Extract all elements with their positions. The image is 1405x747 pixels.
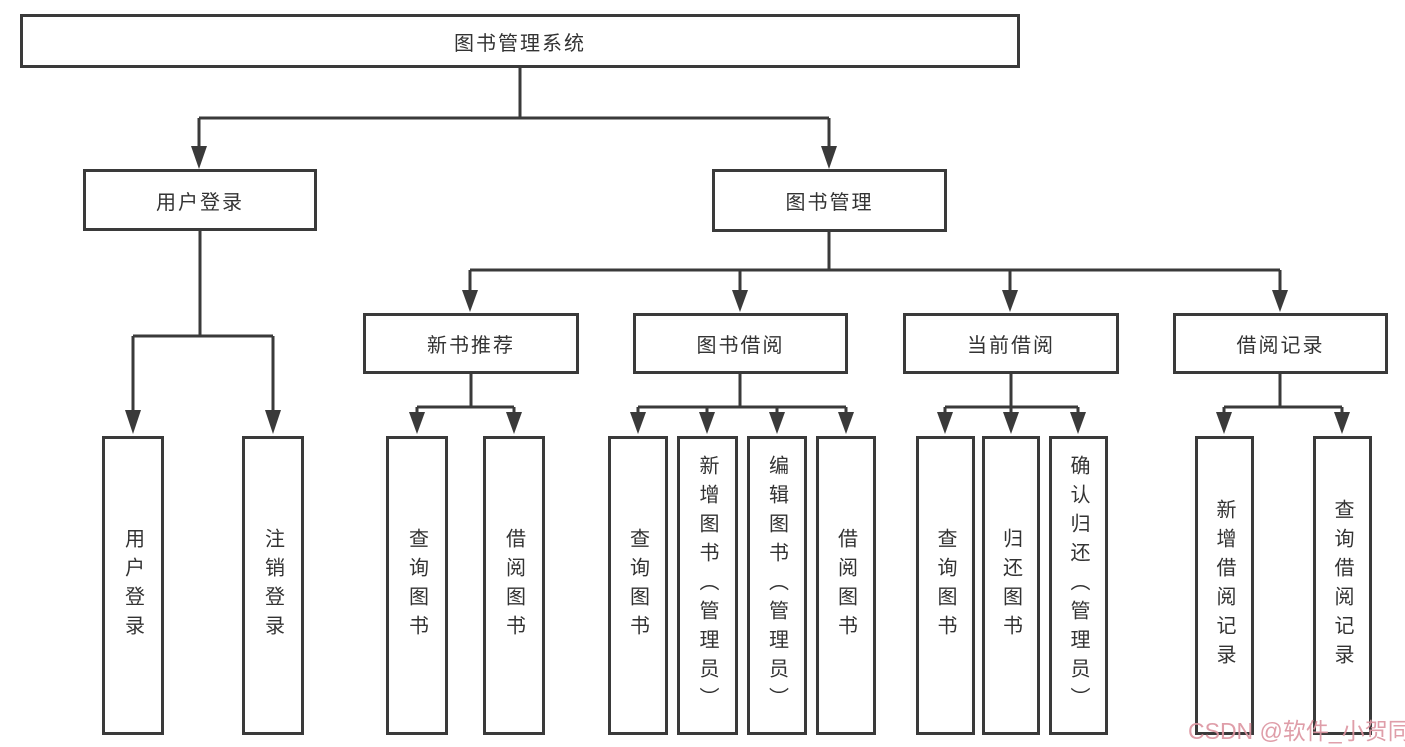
leaf-user-login: 用户登录 xyxy=(102,436,164,735)
leaf-records-query-record: 查询借阅记录 xyxy=(1313,436,1372,735)
leaf-current-return-books-label: 归还图书 xyxy=(999,527,1022,644)
leaf-logout: 注销登录 xyxy=(242,436,304,735)
leaf-borrow-add-books-admin: 新增图书（管理员） xyxy=(677,436,738,735)
node-book-management-label: 图书管理 xyxy=(785,192,874,214)
node-current-borrow: 当前借阅 xyxy=(903,313,1119,374)
node-user-login-label: 用户登录 xyxy=(156,191,244,214)
leaf-current-confirm-return-admin: 确认归还（管理员） xyxy=(1049,436,1108,735)
csdn-watermark: CSDN @软件_小贺同学 xyxy=(1188,718,1405,744)
node-current-borrow-label: 当前借阅 xyxy=(967,335,1055,357)
node-new-book-recommend: 新书推荐 xyxy=(363,313,579,374)
leaf-records-add-record: 新增借阅记录 xyxy=(1195,436,1254,735)
node-user-login: 用户登录 xyxy=(83,169,317,231)
node-book-borrow-label: 图书借阅 xyxy=(696,335,785,357)
node-borrow-records-label: 借阅记录 xyxy=(1236,335,1325,357)
node-book-borrow: 图书借阅 xyxy=(633,313,848,374)
leaf-records-query-record-label: 查询借阅记录 xyxy=(1331,498,1353,673)
leaf-borrow-add-books-admin-label: 新增图书（管理员） xyxy=(696,455,718,716)
leaf-current-query-books-label: 查询图书 xyxy=(934,527,956,644)
leaf-borrow-borrow-books-label: 借阅图书 xyxy=(834,527,857,644)
leaf-borrow-query-books: 查询图书 xyxy=(608,436,668,735)
leaf-records-add-record-label: 新增借阅记录 xyxy=(1213,498,1235,673)
node-new-book-recommend-label: 新书推荐 xyxy=(427,335,515,357)
leaf-newbook-borrow-books-label: 借阅图书 xyxy=(502,527,525,644)
leaf-newbook-query-books: 查询图书 xyxy=(386,436,448,735)
leaf-borrow-borrow-books: 借阅图书 xyxy=(816,436,876,735)
leaf-borrow-edit-books-admin-label: 编辑图书（管理员） xyxy=(765,455,788,716)
leaf-borrow-edit-books-admin: 编辑图书（管理员） xyxy=(747,436,807,735)
leaf-borrow-query-books-label: 查询图书 xyxy=(626,527,649,644)
node-root-system: 图书管理系统 xyxy=(20,14,1020,68)
leaf-newbook-borrow-books: 借阅图书 xyxy=(483,436,545,735)
leaf-current-query-books: 查询图书 xyxy=(916,436,975,735)
leaf-current-confirm-return-admin-label: 确认归还（管理员） xyxy=(1067,455,1089,716)
node-book-management: 图书管理 xyxy=(712,169,947,232)
node-root-label: 图书管理系统 xyxy=(454,32,586,55)
leaf-logout-label: 注销登录 xyxy=(261,527,284,644)
node-borrow-records: 借阅记录 xyxy=(1173,313,1388,374)
leaf-newbook-query-books-label: 查询图书 xyxy=(405,527,428,644)
leaf-user-login-label: 用户登录 xyxy=(121,527,144,644)
leaf-current-return-books: 归还图书 xyxy=(982,436,1040,735)
